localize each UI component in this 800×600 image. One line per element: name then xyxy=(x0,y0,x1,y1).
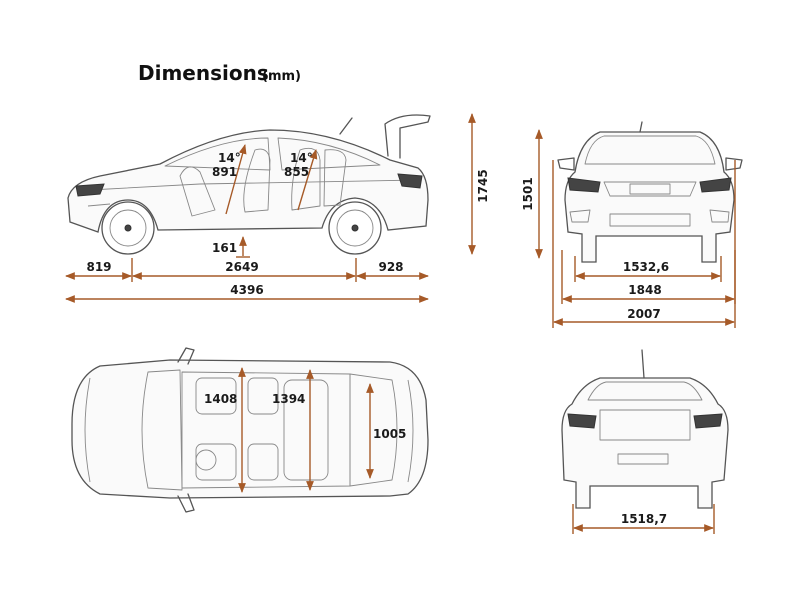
front-headroom-label: 891 xyxy=(212,165,237,179)
front-overhang-label: 819 xyxy=(86,260,111,274)
front-view-car xyxy=(557,121,743,263)
rear-view-car xyxy=(561,349,729,509)
front-elbow-width-label: 1408 xyxy=(204,392,237,406)
overall-length-label: 4396 xyxy=(230,283,263,297)
top-view-car xyxy=(71,347,429,513)
page-title: Dimensions xyxy=(138,61,269,85)
rear-elbow-width-label: 1394 xyxy=(272,392,305,406)
boot-width-label: 1005 xyxy=(373,427,406,441)
rear-overhang-label: 928 xyxy=(378,260,403,274)
rear-headroom-label: 855 xyxy=(284,165,309,179)
width-with-mirrors-label: 2007 xyxy=(627,307,660,321)
side-view-car xyxy=(67,114,431,255)
rear-seat-angle-label: 14° xyxy=(290,151,313,165)
wheelbase-label: 2649 xyxy=(225,260,258,274)
front-track-label: 1532,6 xyxy=(623,260,669,274)
width-label: 1848 xyxy=(628,283,661,297)
rear-track-label: 1518,7 xyxy=(621,512,667,526)
unit-label: (mm) xyxy=(262,69,301,84)
ground-clearance-label: 161 xyxy=(212,241,237,255)
front-seat-angle-label: 14° xyxy=(218,151,241,165)
overall-height-label: 1745 xyxy=(476,169,490,202)
front-view-height-label: 1501 xyxy=(521,177,535,210)
